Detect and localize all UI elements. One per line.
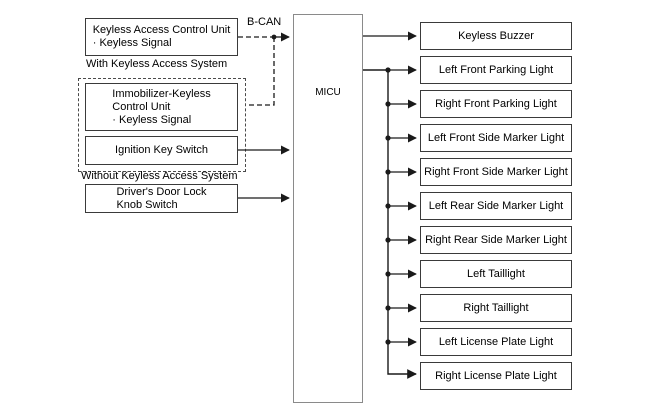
output-box-left-rear-side-marker-light[interactable]: Left Rear Side Marker Light	[420, 192, 572, 220]
output-box-right-license-plate-light[interactable]: Right License Plate Light	[420, 362, 572, 390]
caption-with-keyless-access-system: With Keyless Access System	[86, 58, 228, 70]
micu-block[interactable]	[293, 14, 363, 403]
input-label-immobilizer-keyless-control-unit: Immobilizer-Keyless Control Unit · Keyle…	[112, 87, 211, 126]
bcan-junction-dot	[271, 34, 277, 40]
output-label-left-front-side-marker-light: Left Front Side Marker Light	[427, 131, 565, 144]
input-label-drivers-door-lock-knob-switch: Driver's Door Lock Knob Switch	[116, 185, 207, 211]
wire-bcan-keyless-access-control-unit	[238, 32, 290, 106]
output-label-right-rear-side-marker-light: Right Rear Side Marker Light	[425, 233, 567, 246]
input-box-immobilizer-keyless-control-unit[interactable]: Immobilizer-Keyless Control Unit · Keyle…	[85, 83, 238, 131]
input-label-ignition-key-switch: Ignition Key Switch	[115, 144, 208, 156]
input-box-ignition-key-switch[interactable]: Ignition Key Switch	[85, 136, 238, 165]
output-box-right-front-side-marker-light[interactable]: Right Front Side Marker Light	[420, 158, 572, 186]
input-label-keyless-access-control-unit: Keyless Access Control Unit · Keyless Si…	[92, 24, 231, 49]
output-label-keyless-buzzer: Keyless Buzzer	[458, 29, 534, 42]
output-label-left-license-plate-light: Left License Plate Light	[438, 335, 554, 348]
without-keyless-group-outline	[78, 78, 246, 172]
input-box-drivers-door-lock-knob-switch[interactable]: Driver's Door Lock Knob Switch	[85, 184, 238, 213]
output-box-left-front-parking-light[interactable]: Left Front Parking Light	[420, 56, 572, 84]
wire-output-lighting-bus	[363, 65, 417, 379]
output-label-right-license-plate-light: Right License Plate Light	[435, 369, 557, 382]
output-box-left-license-plate-light[interactable]: Left License Plate Light	[420, 328, 572, 356]
caption-without-keyless-access-system: Without Keyless Access System	[81, 170, 238, 182]
output-label-left-front-parking-light: Left Front Parking Light	[438, 63, 554, 76]
output-label-left-taillight: Left Taillight	[467, 267, 525, 280]
input-box-keyless-access-control-unit[interactable]: Keyless Access Control Unit · Keyless Si…	[85, 18, 238, 56]
output-box-left-front-side-marker-light[interactable]: Left Front Side Marker Light	[420, 124, 572, 152]
bcan-bus-label: B-CAN	[247, 16, 282, 28]
output-box-keyless-buzzer[interactable]: Keyless Buzzer	[420, 22, 572, 50]
output-box-left-taillight[interactable]: Left Taillight	[420, 260, 572, 288]
output-label-right-taillight: Right Taillight	[463, 301, 529, 314]
output-box-right-rear-side-marker-light[interactable]: Right Rear Side Marker Light	[420, 226, 572, 254]
output-label-right-front-parking-light: Right Front Parking Light	[435, 97, 557, 110]
output-box-right-front-parking-light[interactable]: Right Front Parking Light	[420, 90, 572, 118]
output-label-right-front-side-marker-light: Right Front Side Marker Light	[424, 165, 568, 178]
output-label-left-rear-side-marker-light: Left Rear Side Marker Light	[428, 199, 564, 212]
micu-label: MICU	[315, 87, 341, 98]
output-box-right-taillight[interactable]: Right Taillight	[420, 294, 572, 322]
